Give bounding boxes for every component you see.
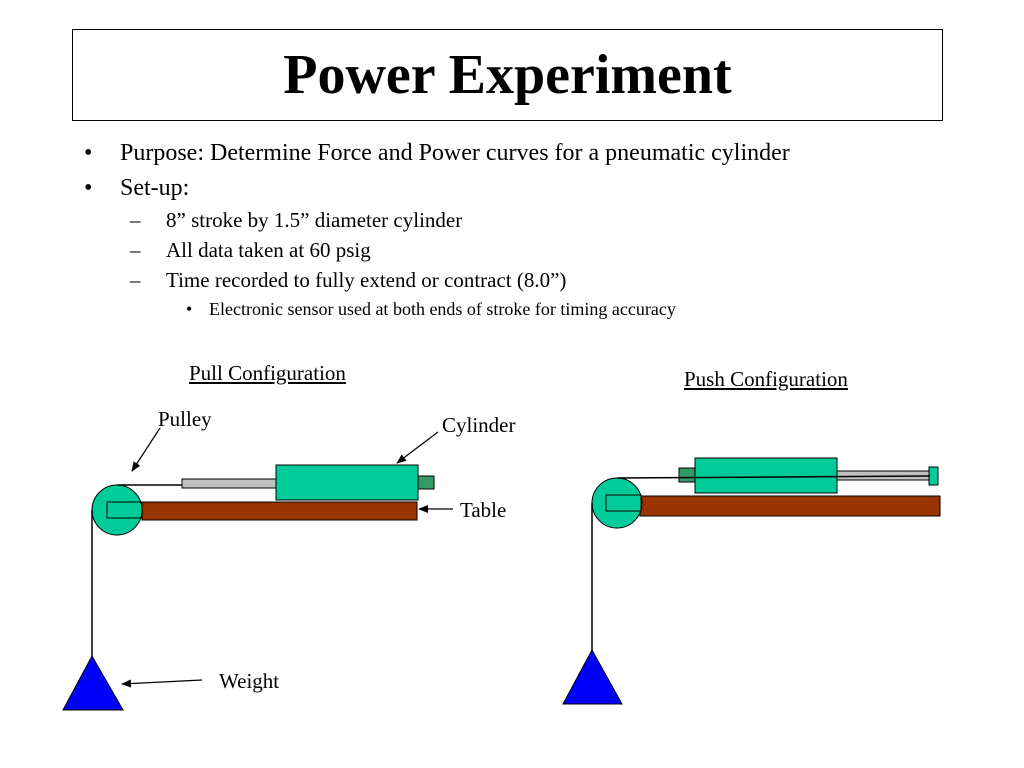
- dash-marker: –: [130, 238, 141, 262]
- pull-configuration-heading: Pull Configuration: [189, 361, 346, 385]
- bullet-list: • Purpose: Determine Force and Power cur…: [0, 0, 1024, 330]
- bullet-time: Time recorded to fully extend or contrac…: [166, 268, 567, 292]
- pull-pulley-bracket: [106, 501, 143, 519]
- weight-arrow: [121, 679, 203, 688]
- pull-table: [141, 501, 418, 521]
- pull-pulley: [91, 484, 143, 536]
- dash-marker: –: [130, 268, 141, 292]
- push-configuration-heading: Push Configuration: [684, 367, 848, 391]
- bullet-marker: •: [84, 175, 93, 201]
- pull-cylinder-body: [275, 464, 419, 501]
- push-configuration-diagram: [562, 457, 941, 705]
- bullet-purpose: Purpose: Determine Force and Power curve…: [120, 140, 790, 166]
- push-cylinder-cap: [678, 467, 697, 483]
- weight-label: Weight: [219, 669, 280, 693]
- push-pulley: [591, 477, 643, 529]
- pull-cylinder-cap: [417, 475, 435, 490]
- push-table: [639, 495, 941, 517]
- table-label: Table: [460, 498, 507, 522]
- cylinder-label: Cylinder: [442, 413, 516, 437]
- push-pulley-bracket: [605, 494, 642, 512]
- push-cylinder-body: [694, 457, 838, 494]
- bullet-sensor: Electronic sensor used at both ends of s…: [209, 299, 676, 319]
- title-box: Power Experiment: [72, 29, 943, 121]
- push-weight: [562, 648, 623, 705]
- pulley-arrow: [131, 427, 161, 472]
- bullet-setup: Set-up:: [120, 175, 190, 201]
- bullet-psig: All data taken at 60 psig: [166, 238, 371, 262]
- pull-weight: [62, 654, 124, 711]
- slide-title: Power Experiment: [283, 44, 732, 106]
- push-rope-top: [616, 475, 931, 479]
- pull-piston-rod: [181, 478, 278, 489]
- dash-marker: –: [130, 208, 141, 232]
- bullet-stroke: 8” stroke by 1.5” diameter cylinder: [166, 208, 463, 232]
- pull-configuration-diagram: [62, 427, 453, 711]
- sub-bullet-marker: •: [186, 299, 193, 319]
- pulley-label: Pulley: [158, 407, 212, 431]
- bullet-marker: •: [84, 140, 93, 166]
- cylinder-arrow: [396, 431, 439, 464]
- push-rod-end: [928, 466, 939, 486]
